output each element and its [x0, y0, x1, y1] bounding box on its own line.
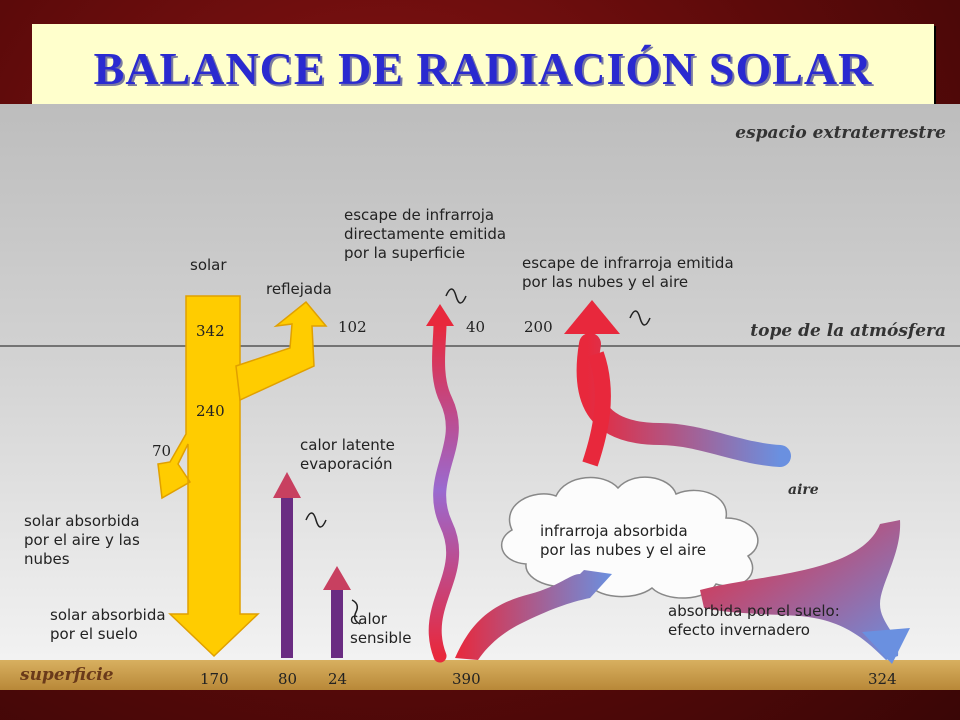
latent-squiggle: [305, 512, 327, 528]
ir-surface-label-2: directamente emitida: [344, 225, 506, 243]
value-ir-surface-escape: 40: [466, 318, 485, 336]
value-sensible: 24: [328, 670, 347, 688]
absorbed-air-label-3: nubes: [24, 550, 70, 568]
value-surface-ir: 390: [452, 670, 481, 688]
title-banner: BALANCE DE RADIACIÓN SOLAR: [32, 24, 934, 110]
solar-arrow: [157, 295, 328, 658]
ir-absorbed-label-2: por las nubes y el aire: [540, 541, 706, 559]
page-title: BALANCE DE RADIACIÓN SOLAR: [93, 43, 873, 94]
solar-label: solar: [190, 256, 227, 274]
sensible-label-2: sensible: [350, 629, 411, 647]
value-ground-solar: 170: [200, 670, 229, 688]
air-label: aire: [788, 482, 819, 498]
greenhouse-label-2: efecto invernadero: [668, 621, 810, 639]
ir-cloud-escape-arrow: [564, 300, 791, 467]
sensible-heat-arrow: [323, 566, 351, 658]
sensible-label-1: calor: [350, 610, 388, 628]
ir-cloud-label-2: por las nubes y el aire: [522, 273, 688, 291]
absorbed-air-label-1: solar absorbida: [24, 512, 140, 530]
ir-cloud-squiggle: [629, 310, 651, 326]
value-absorbed-air: 70: [152, 442, 171, 460]
surface-ir-arrow: [455, 570, 612, 660]
absorbed-ground-label-1: solar absorbida: [50, 606, 166, 624]
ir-surface-escape-arrow: [426, 304, 460, 663]
value-ir-cloud-escape: 200: [524, 318, 553, 336]
value-latent: 80: [278, 670, 297, 688]
value-solar-in: 342: [196, 322, 225, 340]
back-radiation-arrow: [700, 520, 910, 664]
absorbed-ground-label-2: por el suelo: [50, 625, 138, 643]
ir-absorbed-label-1: infrarroja absorbida: [540, 522, 688, 540]
ir-surface-squiggle: [445, 288, 467, 304]
absorbed-air-label-2: por el aire y las: [24, 531, 140, 549]
greenhouse-label-1: absorbida por el suelo:: [668, 602, 840, 620]
reflected-label: reflejada: [266, 280, 332, 298]
ir-surface-label-3: por la superficie: [344, 244, 465, 262]
diagram-canvas: espacio extraterrestre tope de la atmósf…: [0, 104, 960, 690]
ir-cloud-label-1: escape de infrarroja emitida: [522, 254, 734, 272]
value-back-radiation: 324: [868, 670, 897, 688]
sensible-squiggle: [351, 599, 361, 625]
ground-strip: [0, 660, 960, 690]
latent-label-2: evaporación: [300, 455, 392, 473]
value-reflected: 102: [338, 318, 367, 336]
radiation-diagram: espacio extraterrestre tope de la atmósf…: [0, 104, 960, 704]
latent-label-1: calor latente: [300, 436, 395, 454]
space-label: espacio extraterrestre: [735, 123, 946, 143]
top-atmosphere-label: tope de la atmósfera: [750, 321, 946, 341]
surface-label: superficie: [19, 665, 114, 685]
value-after-reflection: 240: [196, 402, 225, 420]
reflected-arrow: [235, 300, 328, 402]
atmosphere-area: [0, 104, 960, 660]
ir-surface-label-1: escape de infrarroja: [344, 206, 494, 224]
latent-heat-arrow: [273, 472, 301, 658]
